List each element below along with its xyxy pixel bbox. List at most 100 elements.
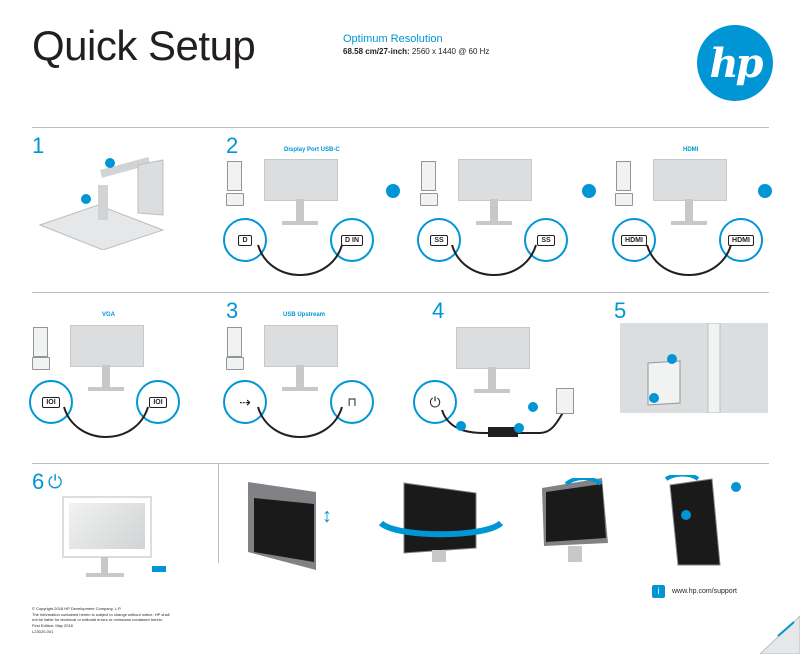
hp-logo: hp — [697, 25, 773, 101]
step-number-5: 5 — [614, 298, 627, 323]
monitor-base — [474, 389, 510, 393]
usb-icon: ⇢ — [239, 393, 251, 410]
step-number-4: 4 — [432, 298, 445, 323]
section-usb-upstream: USB Upstream — [283, 312, 326, 318]
legal-copyright: © Copyright 2018 HP Development Company,… — [32, 606, 122, 611]
wall-outlet — [556, 388, 574, 414]
monitor-illustration — [456, 327, 530, 369]
pc-tower-icon — [227, 327, 242, 357]
laptop-icon — [615, 193, 633, 206]
pc-tower-icon — [616, 161, 631, 191]
swivel-arrow-icon: ↕ — [322, 505, 332, 527]
monitor-base — [282, 387, 318, 391]
ss-port-label: SS — [537, 234, 555, 246]
monitor-base — [88, 387, 124, 391]
monitor-front — [62, 496, 152, 558]
monitor-illustration — [458, 159, 532, 201]
vertical-divider — [218, 463, 219, 563]
dp-in-port-label: D IN — [341, 234, 363, 246]
hdmi-cable — [646, 244, 732, 276]
optimum-spec: 2560 x 1440 @ 60 Hz — [409, 47, 490, 56]
step-number-6: 6 — [32, 469, 45, 494]
step5-illustration — [620, 322, 768, 414]
monitor-base — [282, 221, 318, 225]
monitor-base — [671, 221, 707, 225]
hdmi-port-left: HDMI — [612, 218, 656, 262]
monitor-stand — [685, 199, 693, 221]
power-port: ⏻ — [413, 380, 457, 424]
tilt-illustration — [536, 476, 616, 568]
usb-port-left: ⇢ — [223, 380, 267, 424]
divider-bottom — [32, 463, 769, 464]
info-icon: i — [652, 585, 665, 598]
usb-cable — [257, 406, 343, 438]
usb-b-icon: ⊓ — [347, 395, 357, 409]
hp-logo-text: hp — [709, 39, 763, 87]
height-adjust-illustration — [246, 480, 324, 572]
usbc-cable — [451, 244, 537, 276]
callout-3 — [456, 421, 466, 431]
vga-port-label: IOI — [42, 396, 60, 408]
power-cable — [441, 404, 569, 437]
swivel-illustration — [376, 478, 506, 568]
monitor-base — [86, 573, 124, 577]
monitor-illustration — [653, 159, 727, 201]
hdmi-port-label: HDMI — [728, 234, 754, 246]
pc-tower-icon — [421, 161, 436, 191]
hdmi-port-label: HDMI — [621, 234, 647, 246]
displayport-port-right: D IN — [330, 218, 374, 262]
displayport-port-left: D — [223, 218, 267, 262]
page-curl-icon — [758, 610, 801, 655]
laptop-icon — [32, 357, 50, 370]
dp-port-label: D — [238, 234, 252, 246]
monitor-illustration — [70, 325, 144, 367]
edition-date: First Edition: May 2018 — [32, 623, 73, 628]
or-dot-2 — [582, 184, 596, 198]
callout-2 — [528, 402, 538, 412]
step-number-3: 3 — [226, 298, 239, 323]
legal-notice-line-2: not be liable for technical or editorial… — [32, 617, 163, 622]
optimum-resolution-title: Optimum Resolution — [343, 33, 443, 45]
divider-top — [32, 127, 769, 128]
power-icon: ⏻ — [48, 472, 63, 492]
power-button-callout — [152, 566, 166, 572]
or-dot-3 — [758, 184, 772, 198]
step-number-2: 2 — [226, 133, 239, 158]
monitor-illustration — [264, 159, 338, 201]
vga-cable — [63, 406, 149, 438]
optimum-resolution-value: 68.58 cm/27-inch: 2560 x 1440 @ 60 Hz — [343, 47, 489, 56]
callout-1 — [514, 423, 524, 433]
page-title: Quick Setup — [32, 22, 256, 69]
power-plug-icon: ⏻ — [429, 393, 441, 410]
usbc-port-left: SS — [417, 218, 461, 262]
monitor-screen — [69, 503, 145, 549]
pc-tower-icon — [33, 327, 48, 357]
pc-tower-icon — [227, 161, 242, 191]
ss-port-label: SS — [430, 234, 448, 246]
step1-illustration — [38, 155, 168, 251]
optimum-size: 68.58 cm/27-inch: — [343, 47, 410, 56]
vga-port-label: IOI — [149, 396, 167, 408]
laptop-icon — [420, 193, 438, 206]
step-number-1: 1 — [32, 133, 45, 158]
monitor-base — [476, 221, 512, 225]
monitor-stand — [488, 367, 496, 389]
divider-middle — [32, 292, 769, 293]
or-dot-1 — [386, 184, 400, 198]
monitor-stand — [296, 199, 304, 221]
laptop-icon — [226, 357, 244, 370]
monitor-stand — [102, 365, 110, 387]
displayport-cable — [257, 244, 343, 276]
section-displayport: Display Port USB-C — [284, 147, 340, 153]
monitor-stand — [490, 199, 498, 221]
monitor-stand — [101, 557, 108, 573]
support-link[interactable]: www.hp.com/support — [672, 588, 737, 595]
vga-port-left: IOI — [29, 380, 73, 424]
part-number: L23020-001 — [32, 629, 54, 634]
monitor-stand — [296, 365, 304, 387]
pivot-illustration — [662, 472, 742, 570]
section-hdmi: HDMI — [683, 147, 699, 153]
legal-notice-line-1: The information contained herein is subj… — [32, 612, 170, 617]
monitor-illustration — [264, 325, 338, 367]
section-vga: VGA — [102, 312, 116, 318]
